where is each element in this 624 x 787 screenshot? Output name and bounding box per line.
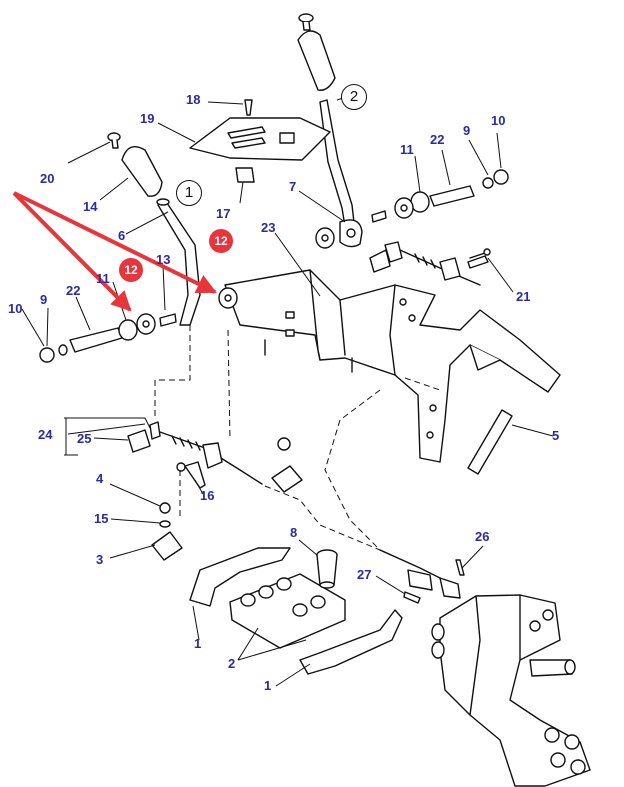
mounting-bracket-part bbox=[224, 269, 561, 463]
label-18: 18 bbox=[186, 92, 201, 107]
view-marker-1: 1 bbox=[176, 180, 202, 206]
leader-lines bbox=[21, 94, 554, 687]
label-10-right: 10 bbox=[491, 113, 506, 128]
cable-25-assembly-part bbox=[127, 421, 263, 485]
label-21: 20 bbox=[40, 171, 55, 186]
label-2: 2 bbox=[228, 656, 236, 671]
knob-14-part bbox=[107, 132, 163, 197]
clip-17-part bbox=[235, 167, 255, 183]
label-1-lower: 1 bbox=[264, 678, 272, 693]
label-26: 26 bbox=[475, 529, 490, 544]
label-11-left: 11 bbox=[96, 271, 110, 286]
label-15: 15 bbox=[94, 511, 109, 526]
label-24: 24 bbox=[38, 427, 53, 442]
quadrant-plate-19-part bbox=[189, 99, 331, 161]
label-25: 25 bbox=[77, 431, 92, 446]
label-27: 27 bbox=[357, 567, 372, 582]
mounting-plates-part bbox=[189, 547, 403, 675]
pin-27-part bbox=[403, 591, 421, 604]
label-17: 17 bbox=[216, 206, 231, 221]
label-23: 23 bbox=[261, 220, 276, 235]
label-10-left: 10 bbox=[8, 301, 23, 316]
valve-cable-end-part bbox=[379, 549, 461, 599]
label-9-left: 9 bbox=[40, 292, 48, 307]
knob-2-lever-part bbox=[297, 13, 336, 91]
label-11-right: 11 bbox=[400, 142, 414, 157]
small-clips-part bbox=[151, 437, 303, 561]
highlight-arrows bbox=[12, 191, 217, 312]
left-pivot-bolt-part bbox=[39, 287, 238, 363]
bolt-20-part bbox=[467, 255, 489, 269]
label-3: 3 bbox=[96, 552, 104, 567]
label-14: 14 bbox=[83, 199, 98, 214]
label-19: 19 bbox=[140, 111, 155, 126]
highlight-badge-12-right: 12 bbox=[209, 229, 233, 253]
label-4: 4 bbox=[96, 471, 104, 486]
label-7: 7 bbox=[289, 179, 297, 194]
label-6: 6 bbox=[118, 228, 126, 243]
label-5: 5 bbox=[552, 428, 560, 443]
right-pivot-bolt-part bbox=[315, 169, 509, 249]
rod-5-part bbox=[467, 409, 513, 475]
label-16: 16 bbox=[200, 488, 215, 503]
hydraulic-valve-part bbox=[431, 594, 591, 787]
label-8: 8 bbox=[290, 525, 298, 540]
label-22-left: 22 bbox=[66, 283, 81, 298]
lever-6-part bbox=[156, 198, 201, 326]
label-1-upper: 1 bbox=[194, 636, 202, 651]
label-20: 21 bbox=[516, 289, 531, 304]
cable-20-assembly-part bbox=[369, 241, 491, 286]
label-13: 13 bbox=[156, 252, 171, 267]
label-9-right: 9 bbox=[463, 123, 471, 138]
bolt-16-part bbox=[184, 461, 206, 489]
pin-26-part bbox=[455, 559, 465, 576]
lever-7-part bbox=[319, 99, 363, 248]
view-marker-2: 2 bbox=[341, 84, 367, 110]
bushing-8-part bbox=[316, 549, 338, 589]
routing-lines bbox=[154, 325, 441, 551]
label-22-right: 22 bbox=[430, 132, 445, 147]
highlight-badge-12-left: 12 bbox=[119, 258, 143, 282]
